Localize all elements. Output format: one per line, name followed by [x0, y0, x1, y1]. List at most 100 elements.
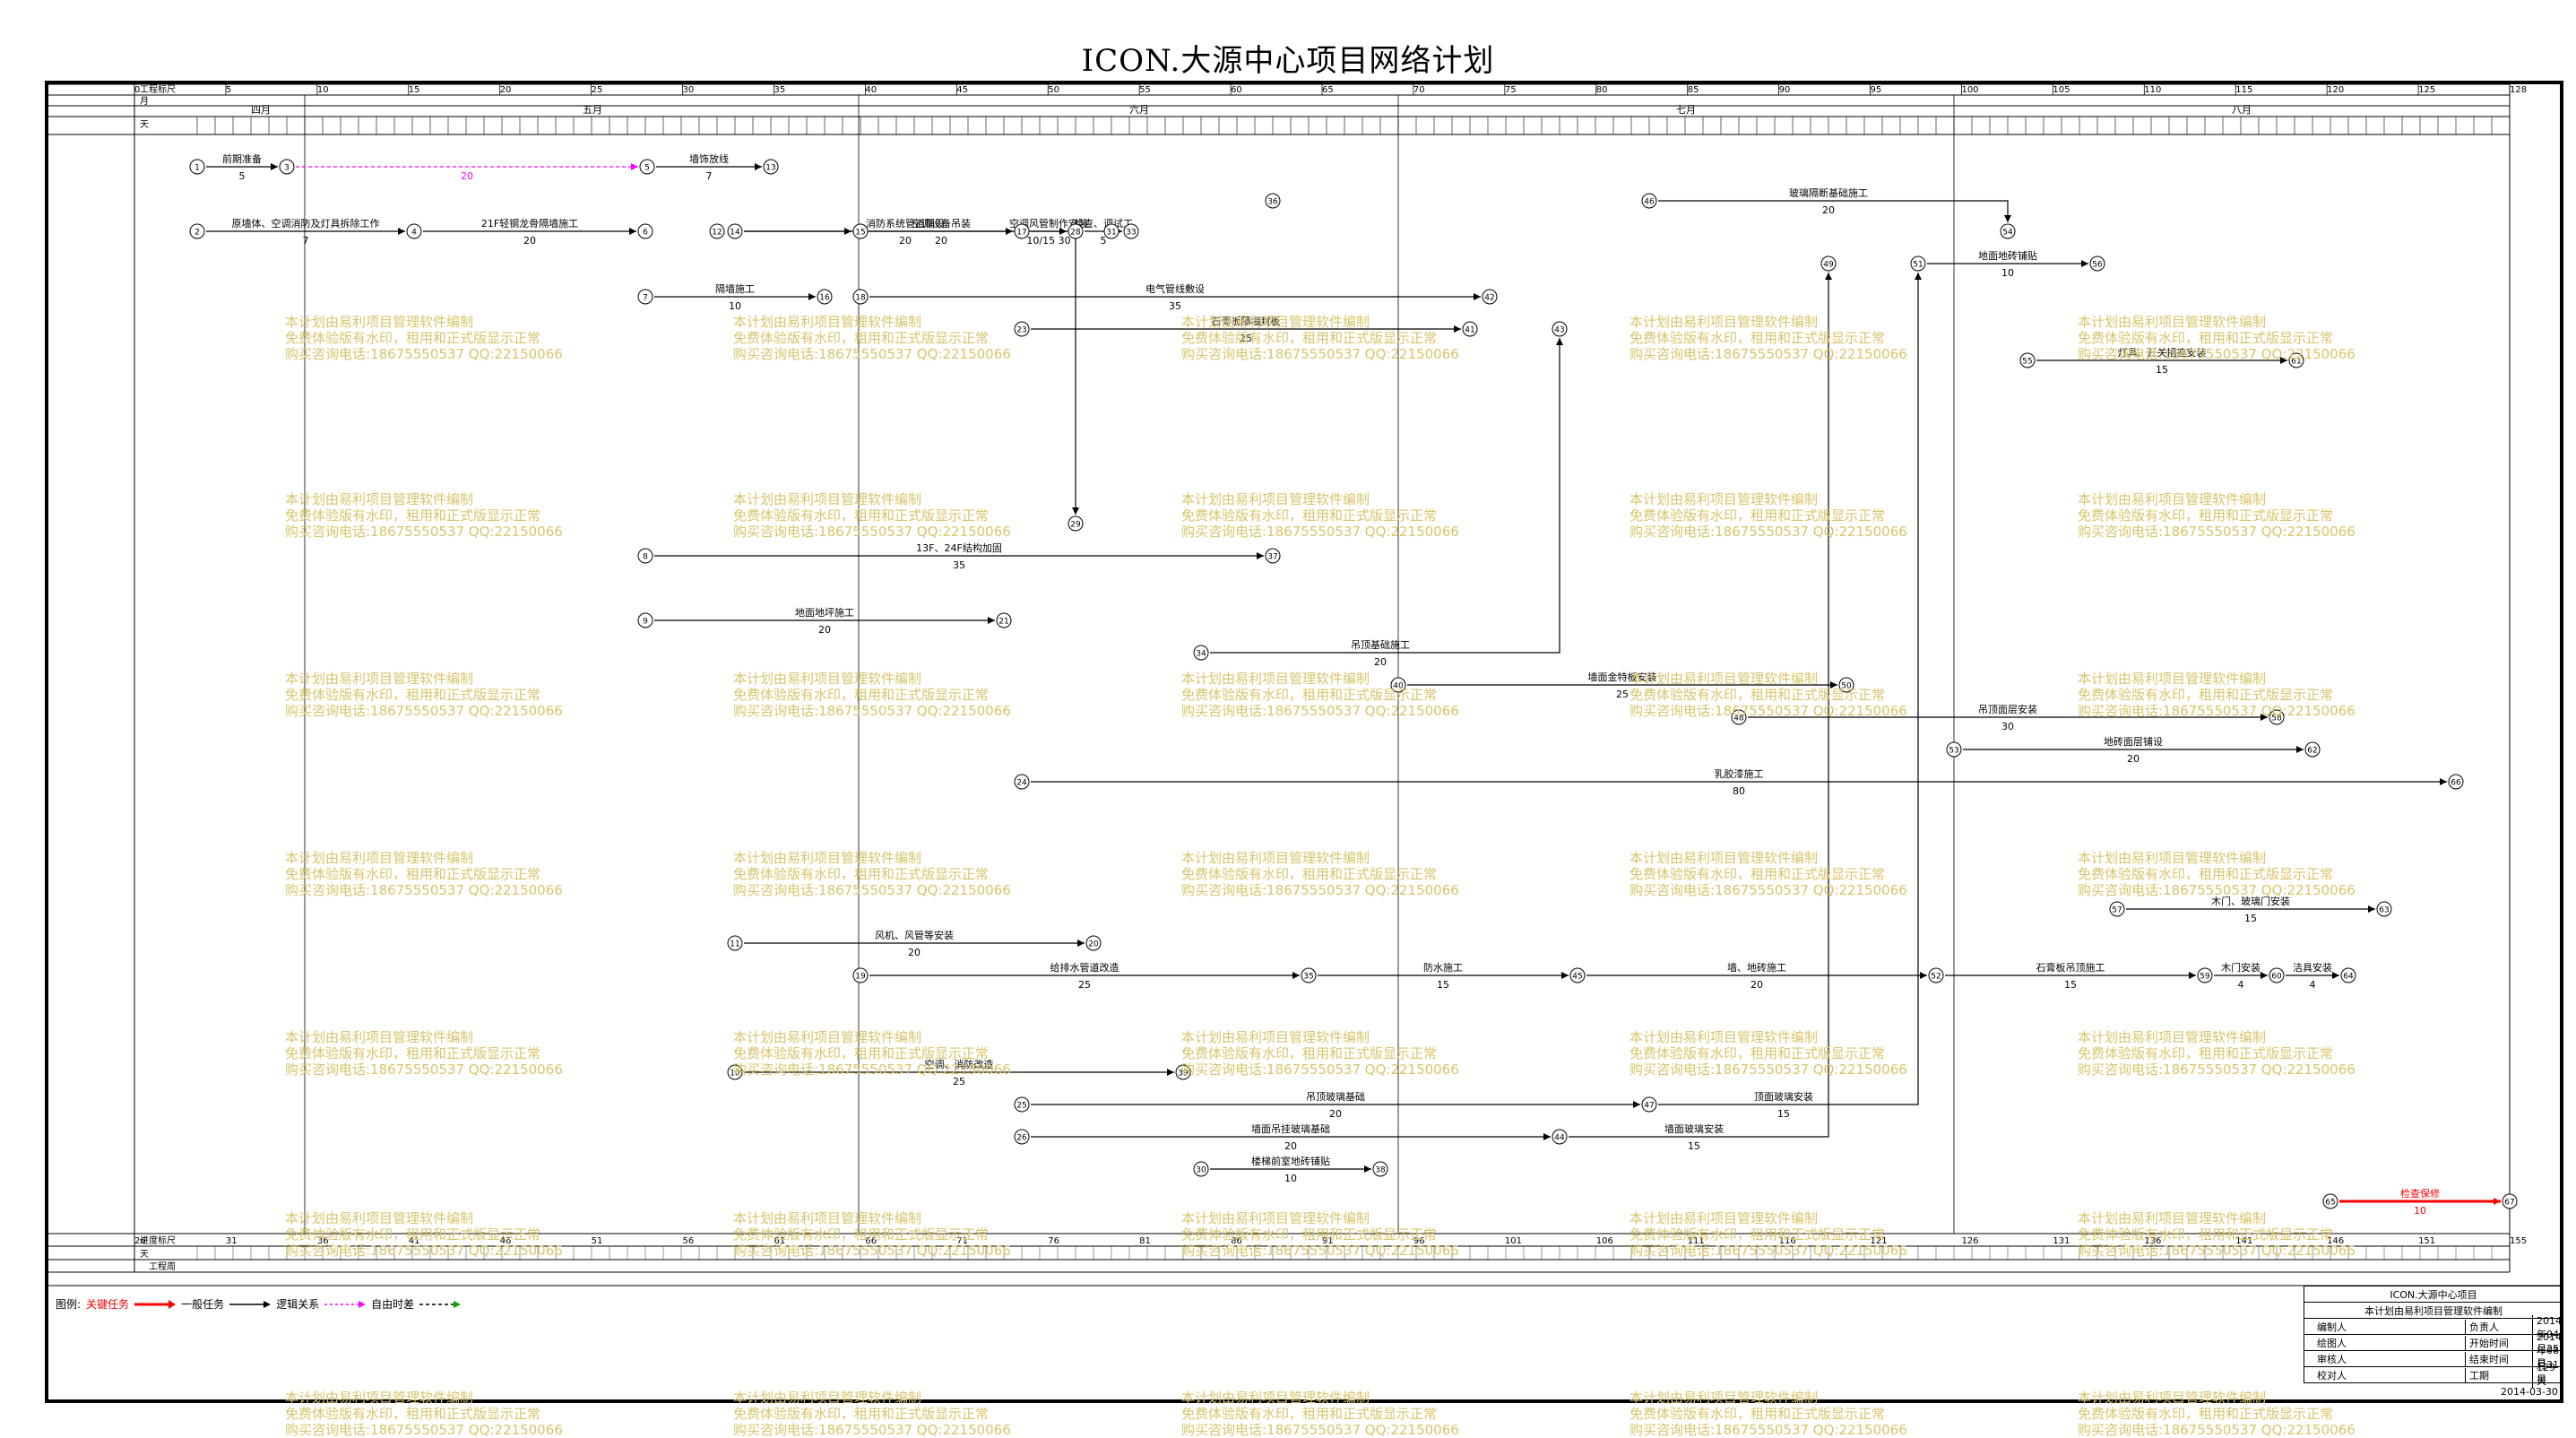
event-node-number: 60 — [2271, 973, 2282, 982]
row-label-week: 工程周 — [149, 1261, 176, 1272]
event-node — [1068, 223, 1084, 239]
task-arrow — [744, 230, 1076, 515]
titleblock-owner: 负责人 — [2465, 1319, 2532, 1334]
task-name: 灯具、开关插座安装 — [2118, 346, 2207, 359]
event-node-number: 53 — [1949, 747, 1958, 756]
scale-bottom-label: 146 — [2327, 1236, 2344, 1246]
event-node — [1731, 709, 1747, 725]
event-node — [1103, 223, 1119, 239]
event-node — [817, 289, 833, 305]
event-node-number: 66 — [2451, 779, 2461, 788]
watermark-line: 购买咨询电话:18675550537 QQ:22150066 — [733, 1243, 1011, 1259]
event-node — [1193, 1161, 1209, 1177]
watermark-text: 本计划由易利项目管理软件编制免费体验版有水印，租用和正式版显示正常购买咨询电话:… — [1181, 671, 1459, 719]
scale-bottom-label: 106 — [1596, 1236, 1613, 1246]
watermark-line: 本计划由易利项目管理软件编制 — [1629, 1390, 1819, 1406]
legend-normal-arrow-icon — [229, 1300, 272, 1308]
scale-top-label: 45 — [956, 85, 968, 95]
event-node-number: 42 — [1484, 294, 1494, 303]
task-name: 21F轻钢龙骨隔墙施工 — [481, 217, 578, 230]
arrowhead-icon — [629, 228, 636, 235]
watermark-line: 本计划由易利项目管理软件编制 — [285, 1210, 474, 1226]
watermark-line: 免费体验版有水印，租用和正式版显示正常 — [1181, 687, 1438, 703]
task-name: 防水施工 — [1423, 961, 1463, 974]
event-node-number: 59 — [2200, 973, 2210, 982]
event-node-number: 37 — [1267, 553, 1277, 562]
event-node-number: 47 — [1644, 1102, 1654, 1111]
event-node — [1265, 193, 1281, 209]
watermark-text: 本计划由易利项目管理软件编制免费体验版有水印，租用和正式版显示正常购买咨询电话:… — [1629, 314, 1907, 362]
watermark-line: 购买咨询电话:18675550537 QQ:22150066 — [733, 1061, 1011, 1078]
event-node-number: 63 — [2379, 906, 2389, 915]
scale-bottom-label: 91 — [1322, 1236, 1334, 1246]
arrowhead-icon — [2440, 778, 2447, 785]
event-node — [2340, 967, 2356, 983]
event-node-number: 57 — [2112, 906, 2122, 915]
event-node-number: 1 — [194, 164, 200, 173]
task-duration: 4 — [2310, 979, 2316, 991]
scale-bottom-label: 131 — [2053, 1236, 2070, 1246]
event-node-number: 64 — [2343, 973, 2354, 982]
watermark-line: 购买咨询电话:18675550537 QQ:22150066 — [1181, 524, 1459, 540]
event-node — [1175, 1064, 1191, 1080]
event-node — [727, 1064, 743, 1080]
event-node — [1085, 935, 1102, 951]
page-title: ICON.大源中心项目网络计划 — [1081, 43, 1495, 79]
task-duration: 7 — [303, 235, 309, 247]
watermark-text: 本计划由易利项目管理软件编制免费体验版有水印，租用和正式版显示正常购买咨询电话:… — [1629, 1210, 1907, 1259]
scale-bottom-label: 66 — [865, 1236, 877, 1246]
event-node — [637, 612, 653, 628]
event-node-number: 31 — [1106, 229, 1116, 238]
task-duration: 20 — [461, 170, 473, 182]
legend-logic-label: 逻辑关系 — [276, 1298, 320, 1311]
watermark-text: 本计划由易利项目管理软件编制免费体验版有水印，租用和正式版显示正常购买咨询电话:… — [285, 1029, 563, 1078]
watermark-text: 本计划由易利项目管理软件编制免费体验版有水印，租用和正式版显示正常购买咨询电话:… — [1629, 1390, 1907, 1438]
event-node-number: 21 — [998, 618, 1008, 627]
watermark-line: 本计划由易利项目管理软件编制 — [285, 850, 474, 866]
legend-logic-arrow-icon — [324, 1300, 367, 1308]
scale-bottom-label: 121 — [1871, 1236, 1888, 1246]
arrowhead-icon — [1556, 338, 1563, 345]
scale-top-label: 10 — [317, 85, 329, 95]
task-duration: 20 — [1750, 979, 1763, 991]
task-duration: 35 — [953, 559, 965, 571]
task-duration: 20 — [2127, 753, 2139, 765]
event-node — [1193, 645, 1209, 661]
titleblock-end: 2014年08月31日 — [2532, 1331, 2563, 1386]
watermark-line: 购买咨询电话:18675550537 QQ:22150066 — [1629, 1422, 1907, 1438]
arrowhead-icon — [1257, 552, 1264, 559]
event-node-number: 67 — [2504, 1199, 2514, 1208]
event-node-number: 3 — [284, 164, 290, 173]
watermark-line: 购买咨询电话:18675550537 QQ:22150066 — [285, 703, 563, 719]
event-node-number: 44 — [1554, 1134, 1565, 1143]
event-node — [727, 935, 743, 951]
watermark-text: 本计划由易利项目管理软件编制免费体验版有水印，租用和正式版显示正常购买咨询电话:… — [2078, 491, 2356, 540]
watermark-line: 本计划由易利项目管理软件编制 — [733, 1029, 922, 1045]
event-node-number: 7 — [643, 294, 648, 303]
watermark-line: 购买咨询电话:18675550537 QQ:22150066 — [2078, 346, 2356, 362]
watermark-line: 免费体验版有水印，租用和正式版显示正常 — [1629, 1045, 1886, 1061]
watermark-text: 本计划由易利项目管理软件编制免费体验版有水印，租用和正式版显示正常购买咨询电话:… — [1629, 850, 1907, 898]
arrowhead-icon — [1920, 972, 1927, 979]
scale-top-label: 65 — [1322, 85, 1334, 95]
watermark-line: 购买咨询电话:18675550537 QQ:22150066 — [1629, 882, 1907, 898]
task-name: 13F、24F结构加固 — [916, 541, 1002, 554]
event-node-number: 2 — [194, 229, 200, 238]
event-node-number: 52 — [1931, 973, 1941, 982]
event-node-number: 6 — [643, 229, 648, 238]
task-name: 前期准备 — [222, 152, 262, 165]
event-node — [709, 223, 725, 239]
watermark-text: 本计划由易利项目管理软件编制免费体验版有水印，租用和正式版显示正常购买咨询电话:… — [1181, 1390, 1459, 1438]
legend-label: 图例: — [56, 1298, 82, 1311]
event-node-number: 48 — [1733, 715, 1744, 723]
event-node — [2019, 352, 2036, 368]
watermark-text: 本计划由易利项目管理软件编制免费体验版有水印，租用和正式版显示正常购买咨询电话:… — [2078, 1210, 2356, 1259]
scale-top-label: 30 — [683, 85, 695, 95]
scale-top-label: 50 — [1048, 85, 1059, 95]
watermark-line: 本计划由易利项目管理软件编制 — [2078, 314, 2267, 330]
watermark-text: 本计划由易利项目管理软件编制免费体验版有水印，租用和正式版显示正常购买咨询电话:… — [1629, 491, 1907, 540]
event-node-number: 51 — [1913, 261, 1923, 270]
event-node-number: 56 — [2092, 261, 2103, 270]
month-label: 八月 — [2232, 104, 2252, 116]
watermark-line: 免费体验版有水印，租用和正式版显示正常 — [1629, 866, 1886, 882]
